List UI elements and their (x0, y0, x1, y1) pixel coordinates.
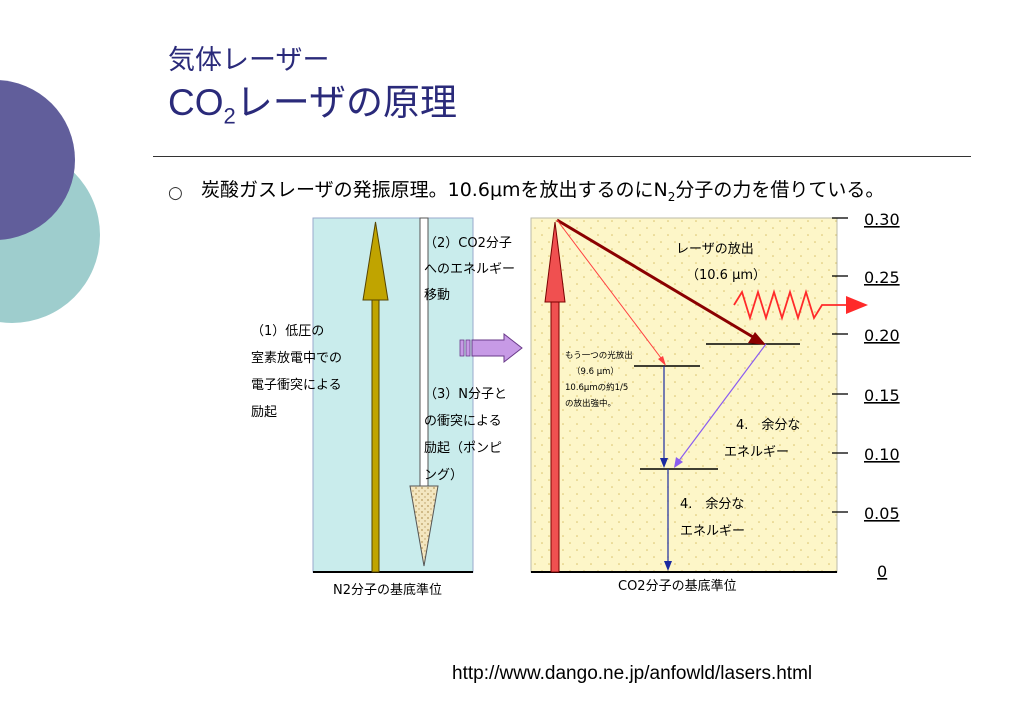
title-co: CO (168, 82, 224, 123)
alt-emission-label: もう一つの光放出 (565, 350, 633, 361)
laser-wave-arrowhead (846, 296, 868, 314)
title-rest: レーザの原理 (235, 82, 458, 123)
co2-ground-label: CO2分子の基底準位 (618, 578, 737, 594)
decay-arrow-ground (664, 469, 672, 571)
energy-move-label: （2）CO2分子 (424, 236, 512, 251)
excess-energy-lower: エネルギー (680, 524, 745, 539)
alt-emission-label: 10.6μmの約1/5 (565, 382, 628, 393)
n2-excitation-label: （1）低圧の (251, 324, 324, 339)
title-divider (153, 156, 971, 157)
n2-transfer-arrow (409, 217, 439, 567)
alt-emission-label: の放出強中。 (565, 398, 616, 409)
bullet-circle-icon: ○ (168, 183, 183, 203)
alt-emission-arrow (556, 219, 666, 366)
n2-panel (312, 217, 474, 573)
scale-label: 0 (877, 562, 887, 581)
decorative-circles (0, 80, 100, 323)
pumping-label: （3）N分子と (424, 387, 507, 402)
scale-label: 0.25 (864, 268, 900, 287)
laser-wave (733, 288, 846, 322)
laser-transition-arrow (556, 218, 766, 345)
slide-title: 気体レーザー CO2レーザの原理 (168, 44, 457, 139)
energy-move-label: へのエネルギー (424, 262, 515, 277)
title-sub: 2 (223, 103, 236, 129)
n2-excitation-arrow (362, 221, 389, 573)
excess-energy-lower: 4. 余分な (680, 496, 744, 512)
pumping-label: の衝突による (424, 413, 502, 429)
n2-ground-label: N2分子の基底準位 (333, 582, 442, 598)
energy-move-label: 移動 (424, 288, 450, 303)
co2-excitation-arrow (544, 221, 566, 573)
alt-emission-label: （9.6 μm） (572, 366, 619, 377)
scale-label: 0.30 (864, 210, 900, 229)
energy-scale (832, 217, 848, 513)
n2-excitation-label: 室素放電中での (251, 350, 342, 366)
decay-arrow-diagonal (674, 343, 767, 468)
pumping-label: ング） (424, 468, 463, 483)
n2-excitation-label: 電子衝突による (251, 377, 342, 393)
decay-arrow-left (660, 366, 668, 468)
laser-emission-label: （10.6 μm） (686, 268, 766, 283)
co2-panel (530, 217, 838, 573)
scale-label: 0.05 (864, 504, 900, 523)
title-line-1: 気体レーザー (168, 45, 330, 76)
pumping-label: 励起（ポンピ (424, 441, 502, 456)
scale-label: 0.20 (864, 326, 900, 345)
excess-energy-upper: エネルギー (724, 445, 789, 460)
scale-label: 0.10 (864, 445, 900, 464)
source-url[interactable]: http://www.dango.ne.jp/anfowld/lasers.ht… (452, 663, 813, 684)
bullet-text: 炭酸ガスレーザの発振原理。10.6μmを放出するのにN2分子の力を借りている。 (201, 179, 885, 204)
n2-excitation-label: 励起 (251, 405, 277, 420)
scale-label: 0.15 (864, 386, 900, 405)
excess-energy-upper: 4. 余分な (736, 417, 800, 433)
laser-emission-label: レーザの放出 (676, 242, 754, 257)
title-line-2: CO2レーザの原理 (168, 80, 457, 139)
energy-transfer-arrow (459, 332, 523, 364)
